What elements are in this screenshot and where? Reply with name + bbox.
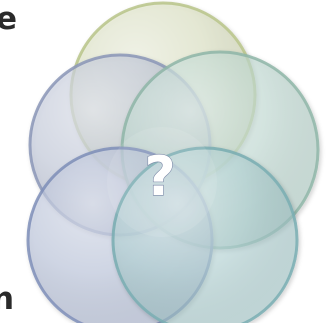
question-mark-icon: ? [144, 145, 175, 208]
